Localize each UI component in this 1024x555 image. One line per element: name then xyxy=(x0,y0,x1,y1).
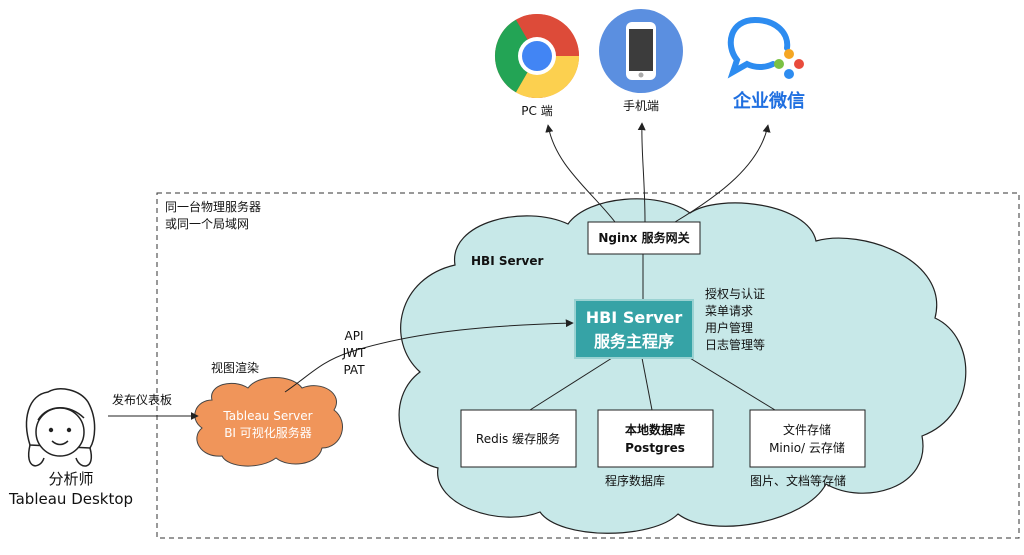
smartphone-icon xyxy=(599,9,683,93)
main-program-box xyxy=(574,299,694,359)
storage-box xyxy=(749,409,866,468)
storage-label-1: 文件存储 xyxy=(783,422,831,437)
redis-box xyxy=(460,409,577,468)
tableau-label-1: Tableau Server xyxy=(222,409,312,423)
chrome-icon xyxy=(494,13,579,99)
main-program-line1: HBI Server xyxy=(586,308,683,327)
feature-3: 用户管理 xyxy=(705,320,753,335)
api-label-1: API xyxy=(345,329,364,343)
arrow-tableau-to-main xyxy=(284,319,574,393)
boundary-label-2: 或同一个局域网 xyxy=(165,217,249,231)
api-label-3: PAT xyxy=(343,363,365,377)
wecom-label: 企业微信 xyxy=(732,90,805,112)
analyst-name: 分析师 xyxy=(48,470,93,488)
storage-caption: 图片、文档等存储 xyxy=(750,473,846,488)
gateway-box xyxy=(587,221,701,255)
tableau-label-2: BI 可视化服务器 xyxy=(224,425,312,440)
analyst-tool: Tableau Desktop xyxy=(8,490,133,508)
wecom-icon xyxy=(727,17,804,79)
pc-label: PC 端 xyxy=(521,104,552,118)
gateway-label: Nginx 服务网关 xyxy=(598,230,689,245)
tableau-caption: 视图渲染 xyxy=(211,360,259,375)
main-redis-line xyxy=(529,357,613,411)
arrow-to-wecom xyxy=(674,124,771,223)
feature-4: 日志管理等 xyxy=(705,337,765,352)
boundary-box xyxy=(156,192,1020,539)
main-program-line2: 服务主程序 xyxy=(594,332,674,351)
db-caption: 程序数据库 xyxy=(605,473,665,488)
cloud-title: HBI Server xyxy=(471,254,543,268)
user-face-icon xyxy=(25,388,96,467)
redis-label: Redis 缓存服务 xyxy=(476,431,560,446)
db-label-2: Postgres xyxy=(625,441,685,455)
arrow-to-pc xyxy=(545,124,616,223)
main-storage-line xyxy=(679,351,776,411)
db-box xyxy=(597,409,714,468)
api-label-2: JWT xyxy=(342,346,366,360)
storage-label-2: Minio/ 云存储 xyxy=(769,440,845,455)
feature-1: 授权与认证 xyxy=(705,286,765,301)
tableau-cloud xyxy=(194,377,343,467)
feature-2: 菜单请求 xyxy=(705,304,753,318)
arrow-to-mobile xyxy=(637,122,646,223)
boundary-label-1: 同一台物理服务器 xyxy=(165,199,261,214)
mobile-label: 手机端 xyxy=(623,99,659,113)
main-db-line xyxy=(641,357,653,411)
db-label-1: 本地数据库 xyxy=(625,422,685,437)
publish-label: 发布仪表板 xyxy=(112,392,172,407)
